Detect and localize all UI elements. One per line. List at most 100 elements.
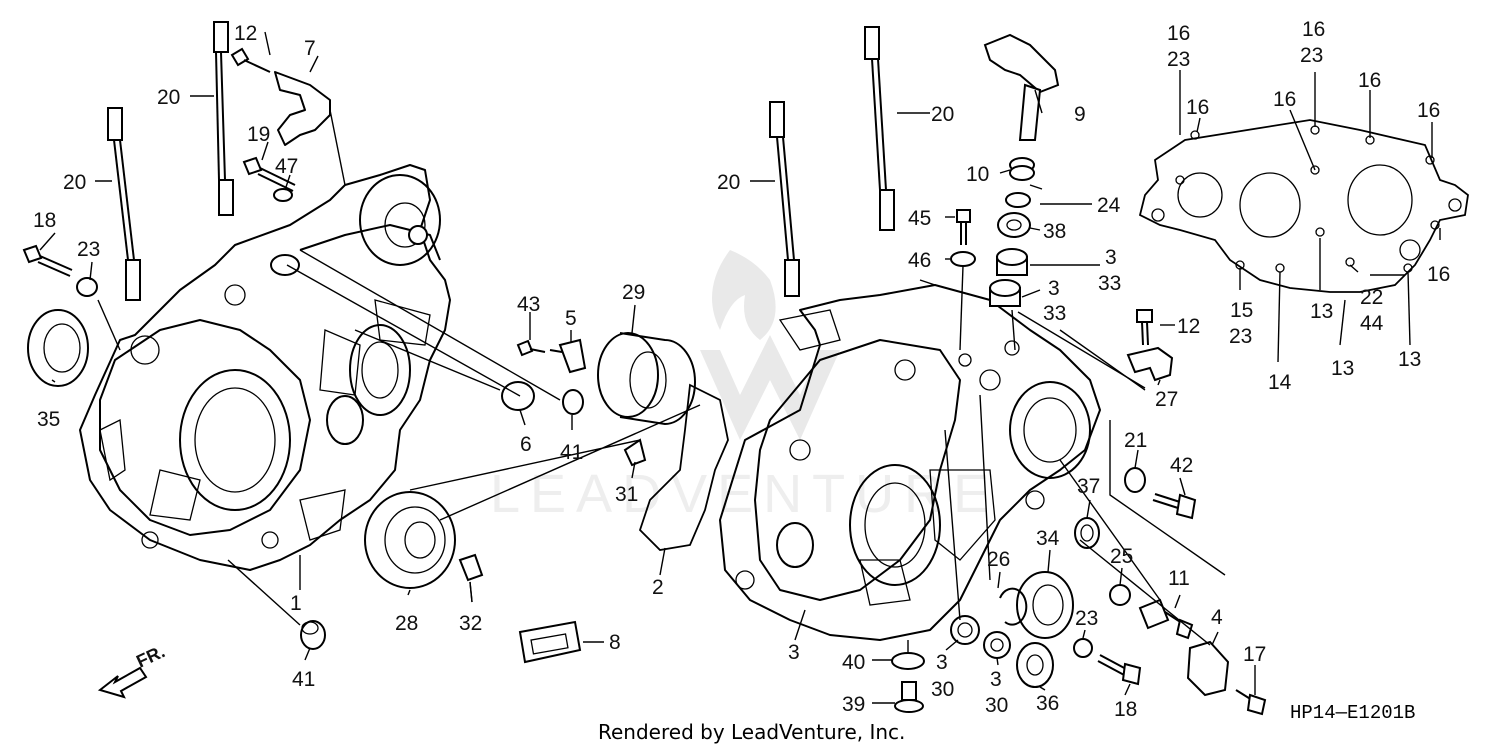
bolt-42 (1152, 493, 1197, 520)
callout-43: 43 (517, 293, 540, 316)
callout-1: 1 (290, 592, 302, 615)
clip-32 (458, 553, 484, 582)
callout-18: 18 (1114, 698, 1137, 721)
callout-13: 13 (1331, 357, 1354, 380)
callout-25: 25 (1110, 545, 1133, 568)
callout-16: 16 (1186, 96, 1209, 119)
callout-41: 41 (560, 441, 583, 464)
callout-23: 23 (1229, 325, 1252, 348)
callout-34: 34 (1036, 527, 1060, 550)
bracket-7 (274, 71, 331, 146)
callout-32: 32 (459, 612, 482, 635)
leader-lines (39, 31, 1441, 704)
bolt-12-right (1136, 309, 1153, 346)
stud-bolt-right-a (769, 101, 800, 297)
spring-10 (1009, 157, 1043, 190)
needle-bearing-29 (597, 332, 696, 425)
washer-47 (273, 188, 293, 202)
bolt-18-left (22, 244, 73, 277)
dowel-pin-41-mid (562, 389, 584, 415)
callout-20: 20 (717, 171, 740, 194)
callout-16: 16 (1417, 99, 1440, 122)
bearing-33-upper (996, 248, 1028, 276)
callout-14: 14 (1268, 371, 1292, 394)
diagram-code: HP14—E1201B (1290, 702, 1415, 724)
bearing-30-lower (983, 631, 1011, 659)
callout-30: 30 (931, 678, 954, 701)
bracket-27 (1126, 346, 1174, 382)
callout-10: 10 (966, 163, 989, 186)
drain-bolt-39 (894, 681, 924, 713)
left-crankcase-half (79, 164, 451, 571)
callout-47: 47 (275, 155, 298, 178)
callout-16: 16 (1167, 22, 1190, 45)
clip-31 (623, 438, 647, 467)
callout-27: 27 (1155, 388, 1178, 411)
callout-7: 7 (304, 37, 316, 60)
callout-29: 29 (622, 281, 645, 304)
callout-24: 24 (1097, 194, 1121, 217)
callout-20: 20 (63, 171, 86, 194)
callout-2: 2 (652, 576, 664, 599)
gasket-2 (638, 383, 729, 551)
callout-42: 42 (1170, 454, 1193, 477)
bolt-43 (516, 339, 546, 357)
callout-18: 18 (33, 209, 56, 232)
callout-35: 35 (37, 408, 60, 431)
dowel-pin-41-bottom (300, 620, 326, 650)
svg-text:FR.: FR. (133, 641, 168, 671)
washer-25 (1109, 584, 1131, 606)
callout-41: 41 (292, 668, 315, 691)
callout-21: 21 (1124, 429, 1147, 452)
dowel-pin-37 (1074, 517, 1100, 549)
washer-21 (1124, 467, 1146, 493)
callout-46: 46 (908, 249, 931, 272)
washer-40 (891, 652, 925, 670)
watermark-logo (700, 250, 840, 440)
callout-20: 20 (931, 103, 954, 126)
callout-9: 9 (1074, 103, 1086, 126)
callout-3: 3 (1105, 246, 1117, 269)
callout-17: 17 (1243, 643, 1266, 666)
callout-5: 5 (565, 307, 577, 330)
washer-23-left (76, 277, 98, 297)
bolt-19 (242, 156, 296, 192)
callout-23: 23 (77, 238, 100, 261)
callout-labels: 12 7 20 19 47 20 18 23 35 1 28 32 41 43 … (33, 18, 1450, 721)
callout-31: 31 (615, 483, 638, 506)
callout-23: 23 (1167, 48, 1190, 71)
callout-39: 39 (842, 693, 865, 716)
callout-3: 3 (1048, 277, 1060, 300)
cap-8 (518, 620, 582, 664)
callout-16: 16 (1358, 69, 1381, 92)
callout-16: 16 (1273, 88, 1296, 111)
bracket-4 (1186, 640, 1230, 697)
callout-20: 20 (157, 86, 180, 109)
callout-30: 30 (985, 694, 1008, 717)
stud-bolt-left-a (213, 21, 234, 216)
callout-3: 3 (990, 668, 1002, 691)
oil-seal-38 (997, 212, 1031, 238)
bolt-18-right (1097, 654, 1142, 686)
callout-12: 12 (1177, 315, 1200, 338)
bearing-30-upper (950, 615, 980, 645)
circlip-26 (999, 587, 1028, 626)
oil-seal-34 (1016, 571, 1074, 639)
callout-40: 40 (842, 651, 865, 674)
callout-26: 26 (987, 548, 1010, 571)
callout-28: 28 (395, 612, 418, 635)
shift-shaft-9 (983, 33, 1060, 141)
callout-44: 44 (1360, 312, 1384, 335)
callout-6: 6 (520, 433, 532, 456)
washer-23-lower (1073, 638, 1093, 658)
bearing-36 (1016, 642, 1054, 688)
callout-37: 37 (1077, 475, 1100, 498)
callout-23: 23 (1300, 44, 1323, 67)
callout-33: 33 (1098, 272, 1121, 295)
oil-seal-35 (27, 309, 89, 387)
crankcase-gasket (1138, 119, 1469, 293)
callout-11: 11 (1168, 567, 1190, 590)
callout-16: 16 (1302, 18, 1325, 41)
callout-13: 13 (1310, 300, 1333, 323)
